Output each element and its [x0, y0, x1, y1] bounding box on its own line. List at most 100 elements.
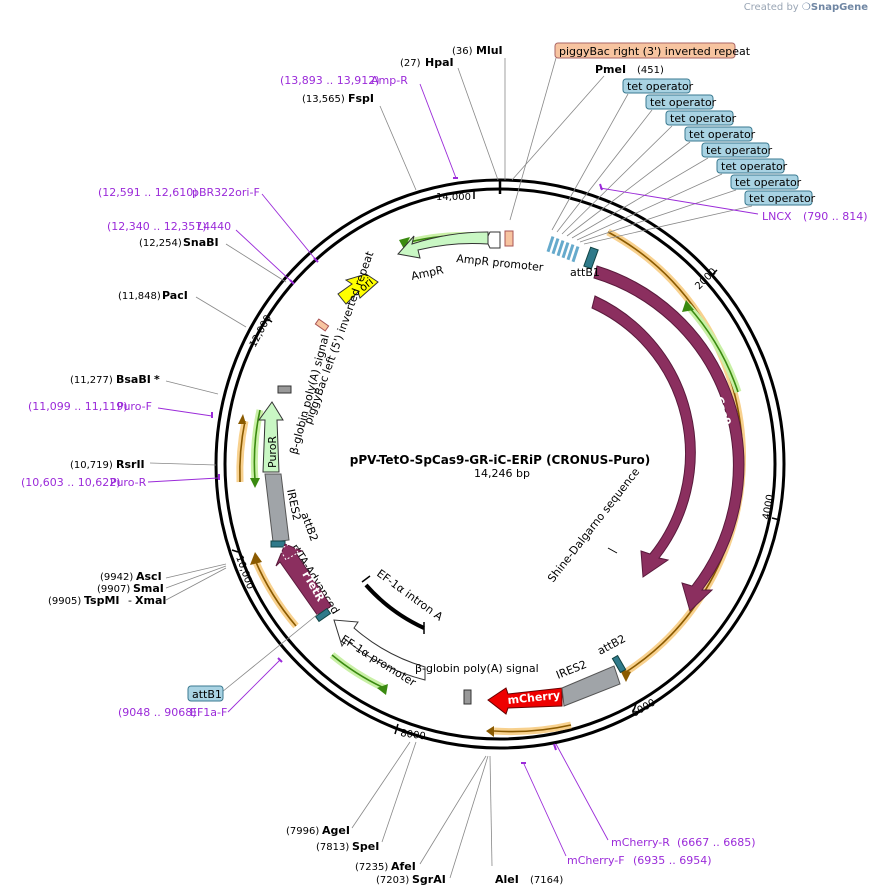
- primer-leaders: [147, 83, 759, 857]
- mcherry-f-name: mCherry-F: [567, 854, 625, 867]
- teto-box-7: [730, 174, 799, 190]
- bsabi-name: BsaBI: [116, 373, 151, 386]
- teto-box-1: [622, 78, 691, 94]
- primer-labels: (13,893 .. 13,912) Amp-R (12,591 .. 12,6…: [21, 74, 868, 867]
- orange-arrow-puro: [238, 414, 246, 424]
- leader-teto-8: [583, 205, 753, 245]
- tspmi-name: TspMI: [84, 594, 120, 607]
- spei-name: SpeI: [352, 840, 379, 853]
- teto-box-5: [701, 142, 770, 158]
- ampr-region: AmpR AmpR promoter ori piggyBac left (5'…: [277, 230, 545, 456]
- leader-sgrai: [449, 755, 489, 879]
- rtetr-arrow: [275, 543, 332, 617]
- tspmi-pos: (9905): [48, 596, 81, 607]
- snabi-name: SnaBI: [183, 236, 219, 249]
- teto-label-4: tet operator: [689, 128, 756, 141]
- leader-amp-r: [419, 83, 457, 179]
- primer-marks: [211, 177, 603, 764]
- pb-left-box: [314, 318, 330, 332]
- tick-label-4000: 4000: [761, 494, 776, 521]
- mcherry-r-name: mCherry-R: [611, 836, 670, 849]
- paci-name: PacI: [162, 289, 188, 302]
- afei-name: AfeI: [391, 860, 416, 873]
- attb1-inner-box: [583, 246, 599, 270]
- leader-hpai: [457, 67, 499, 181]
- amp-r-name: Amp-R: [371, 74, 408, 87]
- asci-name: AscI: [136, 570, 162, 583]
- attb1-outer-label: attB1: [192, 688, 222, 701]
- alei-name: AleI: [495, 873, 519, 886]
- leader-teto-2: [556, 109, 653, 233]
- orange-arc-left-core: [254, 559, 297, 627]
- tick-label-12000: 12,000: [248, 313, 274, 349]
- primer-mark-pbr: [313, 257, 319, 263]
- bsabi-pos: (11,277): [70, 375, 113, 386]
- leader-xmai: [165, 567, 227, 601]
- leader-fspi: [379, 105, 417, 191]
- leader-puro-r: [147, 477, 219, 483]
- tick-12000: [265, 317, 273, 323]
- leader-smai: [165, 565, 227, 589]
- tick-label-14000: 14,000: [436, 192, 471, 203]
- attb2-left-box: [270, 540, 286, 548]
- rsrii-name: RsrII: [116, 458, 145, 471]
- primer-mark-mcherry-r: [553, 743, 557, 751]
- asci-pos: (9942): [100, 572, 133, 583]
- tet-operator-cluster: [546, 236, 580, 263]
- agei-pos: (7996): [286, 826, 319, 837]
- plasmid-title-block: pPV-TetO-SpCas9-GR-iC-ERiP (CRONUS-Puro)…: [350, 453, 650, 480]
- lncx-name: LNCX: [762, 210, 792, 223]
- ires2-right-label: IRES2: [554, 658, 588, 682]
- leader-teto-3: [561, 125, 673, 235]
- teto-box-8: [744, 190, 813, 206]
- primer-mark-lncx: [599, 183, 603, 191]
- tick-8000: [394, 723, 399, 735]
- pb-right-label: piggyBac right (3') inverted repeat: [559, 45, 751, 58]
- attb1-inner-label: attB1: [570, 266, 600, 279]
- leader-paci: [195, 296, 247, 328]
- pb-right-box: [554, 42, 736, 59]
- leader-teto-7: [579, 189, 737, 243]
- attb1-feature: attB1: [570, 246, 600, 279]
- amp-promoter-box: [504, 230, 514, 247]
- attb2-right-label: attB2: [595, 632, 628, 658]
- teto-label-3: tet operator: [670, 112, 737, 125]
- teto-label-1: tet operator: [627, 80, 694, 93]
- mcherry-arrow: [487, 687, 563, 715]
- bsabi-mark: *: [154, 373, 160, 386]
- puro-r-name: Puro-R: [110, 476, 147, 489]
- mlui-name: MluI: [476, 44, 503, 57]
- mcherry-f-pos: (6935 .. 6954): [633, 854, 712, 867]
- green-arrow-puro: [250, 478, 260, 488]
- tick-label-6000: 6000: [630, 697, 658, 719]
- ef1a-intron-label: EF-1α intron A: [374, 567, 445, 624]
- ampr-promoter-label: AmpR promoter: [456, 252, 545, 274]
- leader-asci: [165, 563, 227, 579]
- leader-pb-right: [509, 57, 557, 221]
- ef1a-promoter-arrow: [333, 619, 426, 681]
- leader-pmei: [511, 75, 605, 181]
- ires2-left-bar: [264, 473, 290, 543]
- snabi-pos: (12,254): [139, 238, 182, 249]
- spei-pos: (7813): [316, 842, 349, 853]
- agei-name: AgeI: [322, 824, 350, 837]
- bglobin-bottom-box: [463, 689, 472, 705]
- sgrai-name: SgrAI: [412, 873, 446, 886]
- tick-4000: [771, 517, 781, 521]
- created-by-snapgene: Created by ❍SnapGene: [744, 2, 868, 13]
- amp-r-pos: (13,893 .. 13,912): [280, 74, 380, 87]
- teto-box-3: [665, 110, 734, 126]
- orange-arc-cas9: [606, 228, 746, 675]
- leader-teto-4: [566, 141, 691, 237]
- smai-pos: (9907): [97, 584, 130, 595]
- boxed-labels: piggyBac right (3') inverted repeat tet …: [187, 42, 816, 702]
- ampr-label: AmpR: [410, 263, 445, 283]
- cas9-outer-arrow: [593, 265, 745, 612]
- primer-mark-l4440: [289, 279, 295, 285]
- ori-arrow: [337, 273, 379, 305]
- teto-label-7: tet operator: [735, 176, 802, 189]
- attb1-left-box: [314, 607, 332, 623]
- orange-arrow-bottom: [486, 726, 494, 737]
- ef1a-intron-arc: [364, 583, 425, 630]
